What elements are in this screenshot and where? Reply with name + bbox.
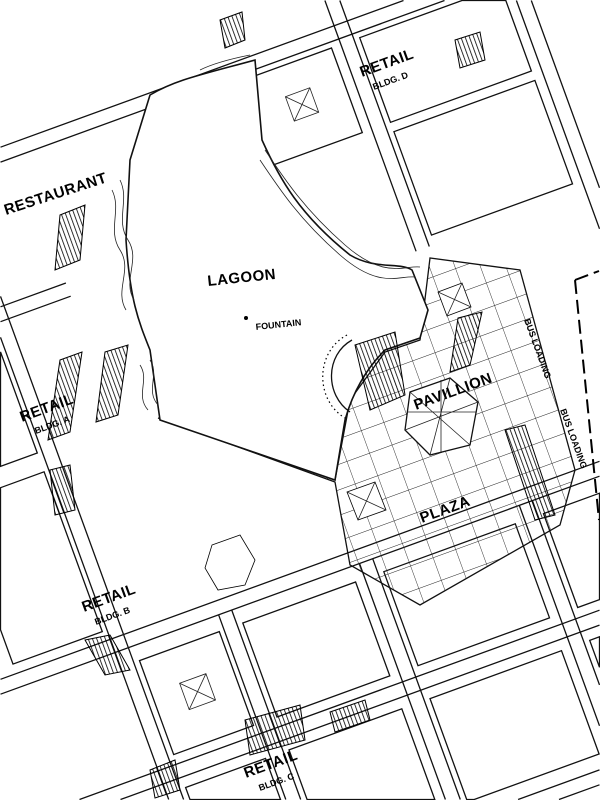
building-block bbox=[429, 649, 600, 800]
lagoon-edge-rocks bbox=[111, 54, 421, 411]
stairs bbox=[47, 11, 556, 799]
building-a-block bbox=[0, 470, 104, 665]
building-block bbox=[393, 79, 574, 236]
street-edge bbox=[372, 558, 461, 800]
street-edge bbox=[0, 295, 71, 323]
street-edge bbox=[324, 0, 417, 252]
street-edge bbox=[530, 0, 600, 189]
street-edge bbox=[0, 337, 170, 800]
street-edge bbox=[518, 505, 600, 727]
bus-lane bbox=[574, 270, 600, 521]
kiosk-courtyard bbox=[204, 534, 256, 591]
street-edge bbox=[517, 769, 600, 800]
roof-mark-diagonal bbox=[188, 673, 207, 710]
building-block bbox=[241, 581, 391, 718]
street-edge bbox=[0, 296, 185, 800]
street-edge bbox=[558, 784, 600, 800]
fountain-icon bbox=[244, 316, 248, 320]
street-edge bbox=[231, 609, 302, 800]
street-edge bbox=[0, 282, 67, 308]
lagoon bbox=[125, 58, 429, 482]
roof-mark-diagonal bbox=[293, 87, 311, 122]
street-edge bbox=[515, 0, 600, 230]
street-edge bbox=[339, 0, 430, 247]
street-edge bbox=[217, 614, 287, 800]
restaurant-label: RESTAURANT bbox=[2, 170, 109, 219]
kiosks bbox=[204, 282, 472, 591]
building-block bbox=[0, 351, 39, 468]
fountain-label: FOUNTAIN bbox=[255, 317, 302, 332]
pavillion-structure bbox=[322, 331, 479, 456]
building-block bbox=[358, 0, 533, 124]
street-edge bbox=[358, 563, 447, 800]
